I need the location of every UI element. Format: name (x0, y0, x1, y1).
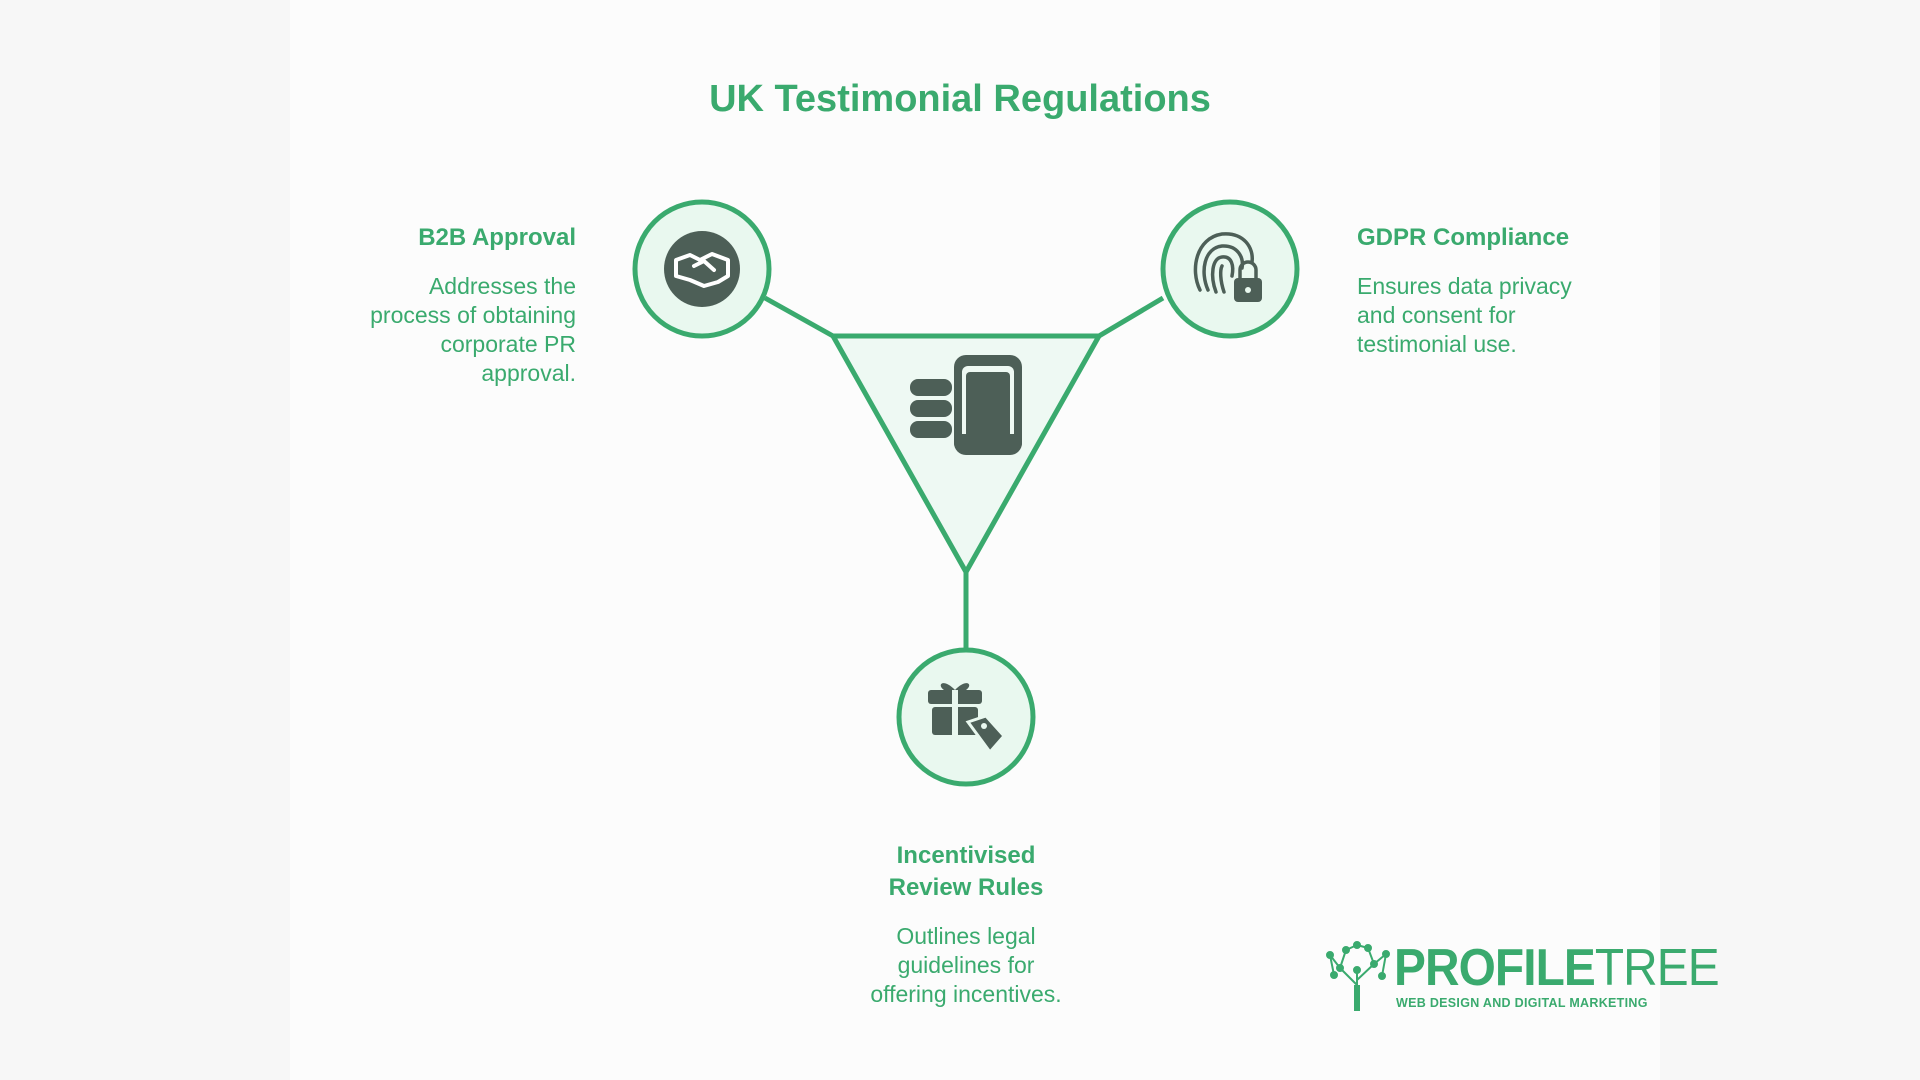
node-b2b-approval (632, 199, 772, 339)
b2b-approval-heading: B2B Approval (418, 224, 576, 251)
node-incentivised-review-rules (896, 647, 1036, 787)
gdpr-compliance-heading: GDPR Compliance (1357, 224, 1570, 251)
tree-network-icon (1326, 941, 1390, 1011)
gdpr-compliance-description: Ensures data privacy and consent for tes… (1357, 273, 1572, 357)
incentivised-review-rules-description: Outlines legal guidelines for offering i… (870, 923, 1062, 1007)
incentivised-review-rules-heading: Incentivised Review Rules (888, 842, 1044, 901)
document-stack-icon (910, 355, 1022, 455)
gift-tag-icon (928, 683, 1007, 755)
fingerprint-lock-icon (1193, 232, 1262, 302)
b2b-approval-description: Addresses the process of obtaining corpo… (370, 273, 576, 386)
node-gdpr-compliance (1160, 199, 1300, 339)
page-title: UK Testimonial Regulations (709, 78, 1211, 120)
handshake-icon (664, 231, 740, 307)
logo-tagline: WEB DESIGN AND DIGITAL MARKETING (1396, 996, 1648, 1010)
connector-b2b (763, 295, 835, 339)
connector-gdpr (1097, 295, 1165, 339)
logo-wordmark: PROFILETREE (1394, 939, 1720, 997)
